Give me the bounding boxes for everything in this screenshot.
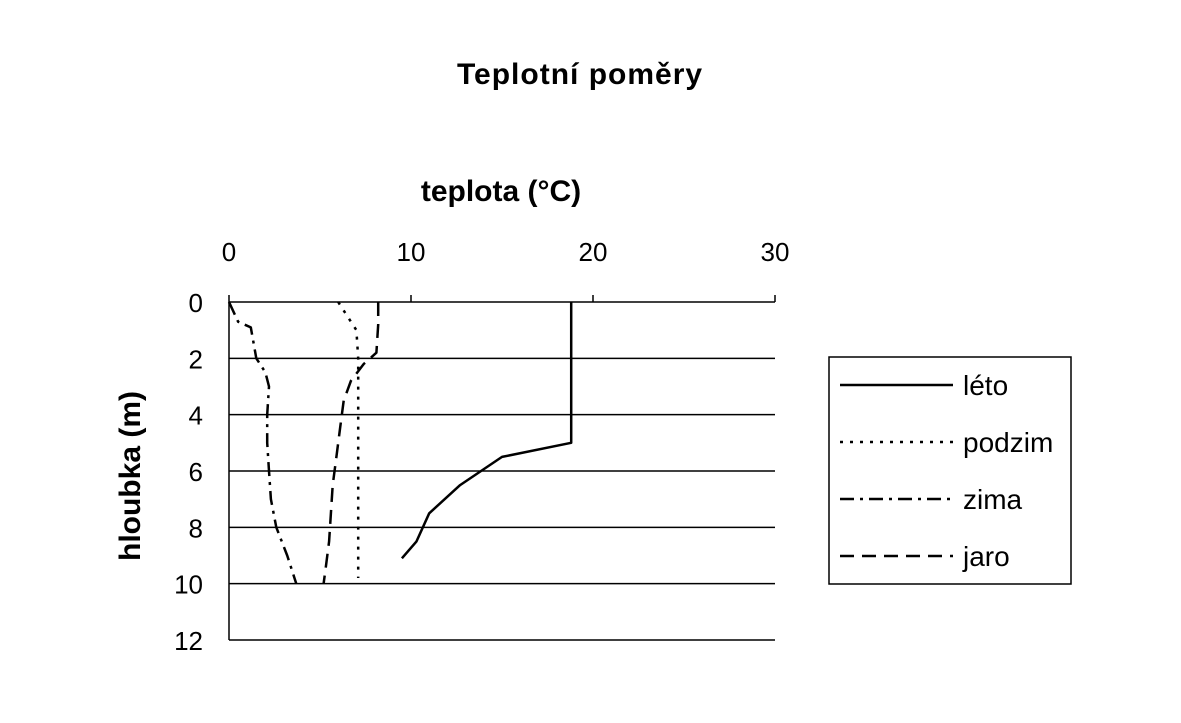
legend: léto podzim zima jaro	[828, 356, 1072, 585]
series-line-1	[400, 302, 573, 560]
x-tick-label: 30	[761, 237, 790, 267]
chart-title: Teplotní poměry	[456, 58, 704, 91]
y-tick-label: 6	[189, 457, 203, 487]
series-line-4	[322, 302, 380, 584]
y-tick-label: 2	[189, 344, 203, 374]
y-tick-label: 4	[189, 401, 203, 431]
series-line-2	[337, 301, 360, 578]
x-tick-label: 20	[579, 237, 608, 267]
legend-label-1: léto	[963, 370, 1008, 401]
legend-label-4: jaro	[962, 541, 1010, 572]
legend-box	[828, 356, 1072, 585]
y-tick-label: 8	[189, 513, 203, 543]
x-axis-label: teplota (°C)	[421, 175, 581, 208]
y-tick-labels: 0 2 4 6 8 10 12	[174, 288, 203, 656]
y-tick-label: 10	[174, 570, 203, 600]
y-axis-label: hloubka (m)	[114, 391, 147, 561]
series-lines	[227, 301, 573, 585]
x-tick-labels: 0 10 20 30	[222, 237, 790, 267]
legend-label-2: podzim	[963, 427, 1053, 458]
y-tick-label: 12	[174, 626, 203, 656]
series-line-3	[227, 301, 298, 585]
plot-grid	[228, 295, 776, 641]
y-tick-label: 0	[189, 288, 203, 318]
legend-label-3: zima	[963, 484, 1023, 515]
x-tick-label: 0	[222, 237, 236, 267]
x-tick-label: 10	[397, 237, 426, 267]
